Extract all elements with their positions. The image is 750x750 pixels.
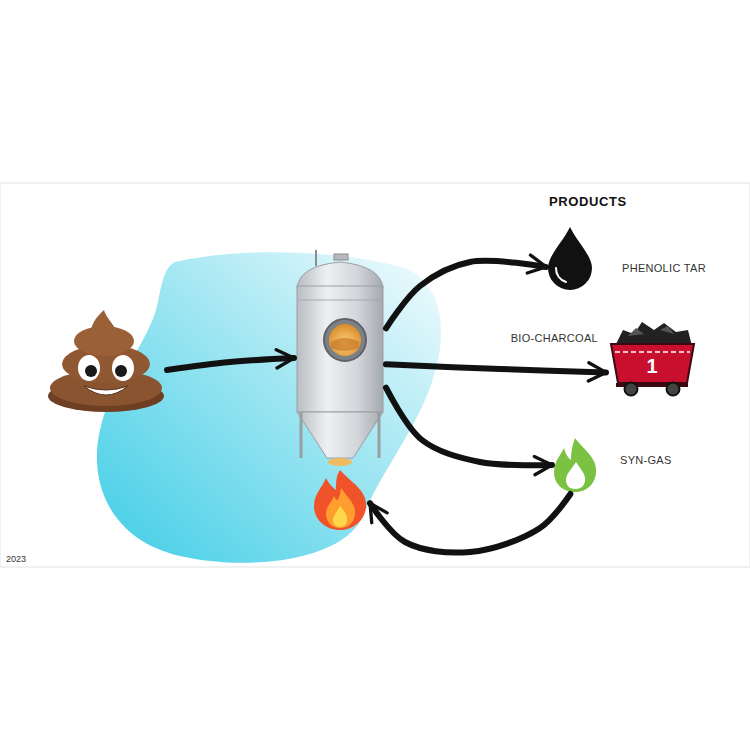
coal-cart-icon	[611, 322, 694, 396]
reactor-node	[294, 252, 386, 464]
flow-arrow	[386, 388, 552, 466]
water-blob	[97, 252, 441, 563]
product-label: BIO-CHARCOAL	[511, 332, 598, 344]
panel	[0, 183, 750, 567]
syngas-flame-icon	[554, 438, 596, 492]
product-label: PHENOLIC TAR	[622, 262, 706, 274]
product-label: SYN-GAS	[620, 454, 672, 466]
flow-arrow	[386, 261, 546, 328]
year-mark: 2023	[6, 555, 26, 564]
flow-arrow	[167, 358, 294, 370]
tar-drop-icon	[548, 227, 592, 290]
reactor-tank	[297, 250, 383, 466]
fire-node	[312, 468, 370, 532]
flow-arrow	[386, 364, 606, 372]
products-heading: PRODUCTS	[549, 194, 627, 209]
tar-node: PHENOLIC TAR	[546, 226, 594, 292]
flow-arrow	[370, 494, 570, 553]
poop-icon	[48, 310, 164, 412]
cart-number: 1	[646, 356, 657, 376]
syngas-node: SYN-GAS	[552, 436, 598, 494]
poop-node	[45, 308, 167, 408]
fire-icon	[314, 470, 366, 530]
